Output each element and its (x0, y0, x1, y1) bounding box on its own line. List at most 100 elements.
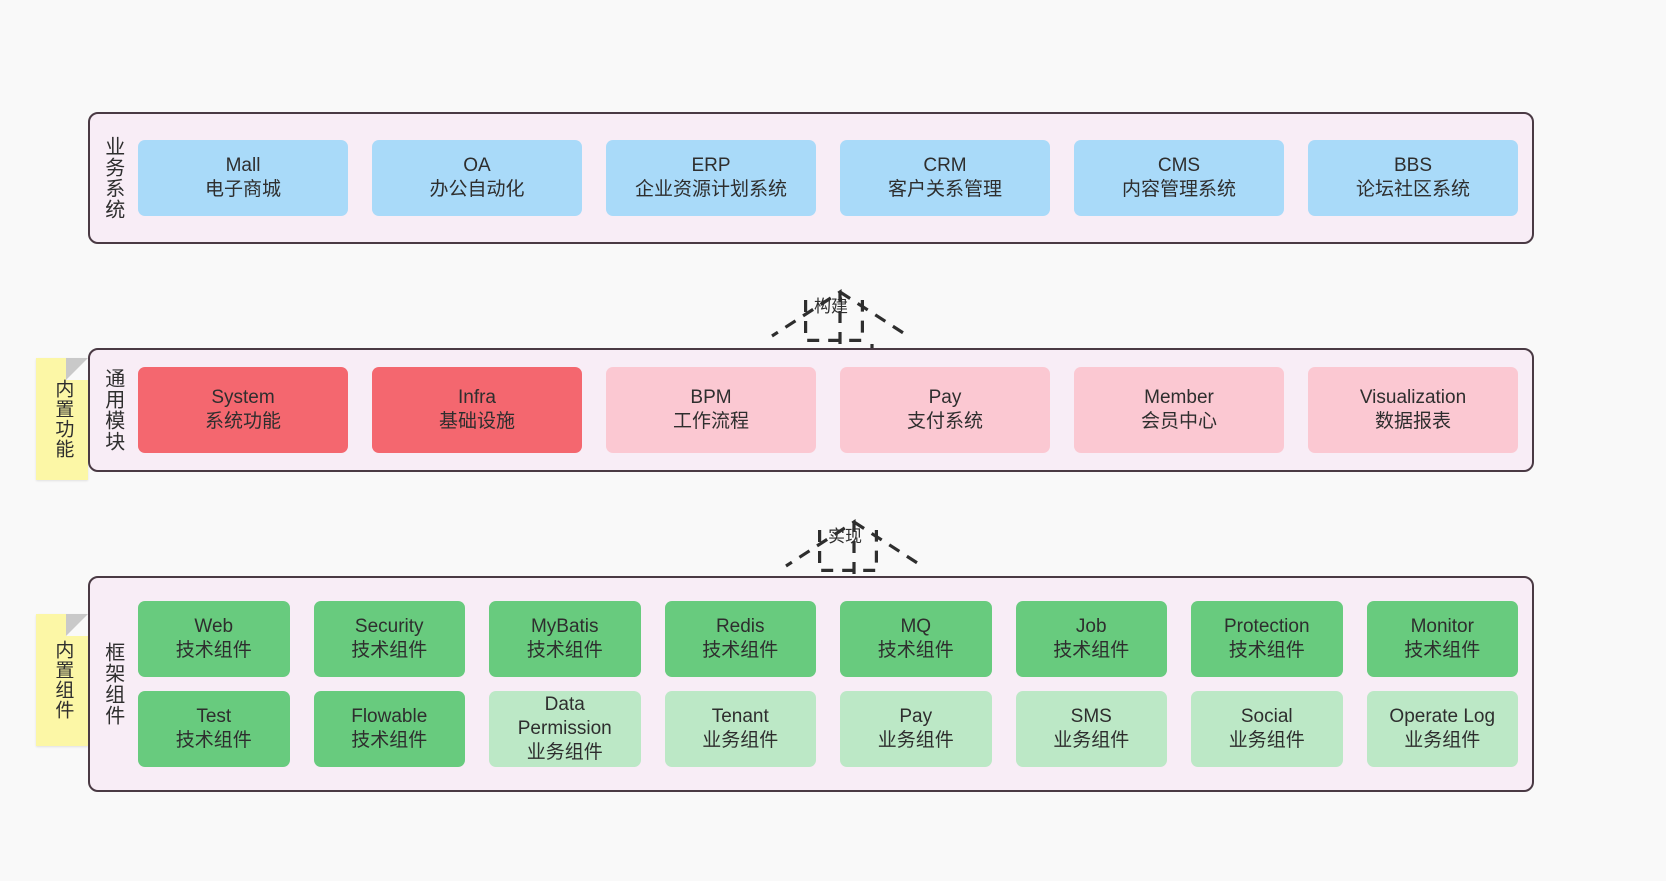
node-subtitle: 业务组件 (702, 730, 779, 751)
node-operate-log[interactable]: Operate Log 业务组件 (1366, 691, 1518, 767)
node-protection[interactable]: Protection 技术组件 (1191, 601, 1343, 677)
node-mq[interactable]: MQ 技术组件 (840, 601, 992, 677)
layer-framework-component: 框架组件 Web 技术组件 Security 技术组件 MyBatis 技术组件… (88, 576, 1534, 792)
node-erp[interactable]: ERP 企业资源计划系统 (606, 140, 816, 216)
node-visualization[interactable]: Visualization 数据报表 (1308, 367, 1518, 453)
node-bbs[interactable]: BBS 论坛社区系统 (1308, 140, 1518, 216)
node-subtitle: 办公自动化 (429, 179, 525, 200)
connector-implement-label: 实现 (828, 527, 862, 546)
node-subtitle: 业务组件 (526, 742, 603, 764)
layer-common-module: 通用模块 System 系统功能 Infra 基础设施 BPM 工作流程 Pay… (88, 348, 1534, 472)
node-title: System (211, 386, 275, 408)
node-subtitle: 技术组件 (702, 640, 779, 661)
node-subtitle: 技术组件 (1404, 640, 1481, 661)
node-subtitle: 会员中心 (1140, 411, 1217, 432)
node-job[interactable]: Job 技术组件 (1015, 601, 1167, 677)
node-title: Pay (928, 386, 962, 408)
node-system[interactable]: System 系统功能 (138, 367, 348, 453)
node-title: Tenant (711, 705, 769, 727)
node-monitor[interactable]: Monitor 技术组件 (1366, 601, 1518, 677)
node-subtitle: 技术组件 (877, 640, 954, 661)
node-flowable[interactable]: Flowable 技术组件 (313, 691, 465, 767)
node-title: Web (194, 615, 234, 637)
node-title: Security (354, 615, 424, 637)
layer-body-business-system: Mall 电子商城 OA 办公自动化 ERP 企业资源计划系统 CRM 客户关系… (134, 114, 1532, 242)
node-social[interactable]: Social 业务组件 (1191, 691, 1343, 767)
node-subtitle: 业务组件 (1053, 730, 1130, 751)
layer-business-system: 业务系统 Mall 电子商城 OA 办公自动化 ERP 企业资源计划系统 CRM… (88, 112, 1534, 244)
node-test[interactable]: Test 技术组件 (138, 691, 290, 767)
node-subtitle: 技术组件 (351, 640, 428, 661)
node-title: Flowable (351, 705, 428, 727)
node-subtitle: 业务组件 (877, 730, 954, 751)
sticky-note-builtin-component: 内置组件 (36, 614, 88, 746)
node-subtitle: 技术组件 (1053, 640, 1130, 661)
connector-implement-arrow (785, 519, 923, 574)
layer-body-framework-component: Web 技术组件 Security 技术组件 MyBatis 技术组件 Redi… (134, 578, 1532, 790)
node-crm[interactable]: CRM 客户关系管理 (840, 140, 1050, 216)
node-title: Test (196, 705, 232, 727)
node-title: ERP (691, 154, 731, 176)
node-subtitle: 工作流程 (672, 411, 749, 432)
node-subtitle: 业务组件 (1404, 730, 1481, 751)
node-title: Infra (457, 386, 497, 408)
node-subtitle: 电子商城 (204, 179, 281, 200)
node-subtitle: 内容管理系统 (1121, 179, 1236, 200)
node-subtitle: 业务组件 (1228, 730, 1305, 751)
node-pay-component[interactable]: Pay 业务组件 (840, 691, 992, 767)
node-title: CMS (1157, 154, 1201, 176)
node-row-tech: Web 技术组件 Security 技术组件 MyBatis 技术组件 Redi… (138, 601, 1518, 677)
node-subtitle: 技术组件 (351, 730, 428, 751)
layer-body-common-module: System 系统功能 Infra 基础设施 BPM 工作流程 Pay 支付系统… (134, 350, 1532, 470)
node-mybatis[interactable]: MyBatis 技术组件 (489, 601, 641, 677)
node-title: Mall (225, 154, 261, 176)
node-subtitle: 技术组件 (526, 640, 603, 661)
node-subtitle: 基础设施 (438, 411, 515, 432)
node-title: Monitor (1410, 615, 1474, 637)
node-pay-module[interactable]: Pay 支付系统 (840, 367, 1050, 453)
node-title: MyBatis (530, 615, 599, 637)
node-sms[interactable]: SMS 业务组件 (1015, 691, 1167, 767)
node-title: OA (463, 154, 491, 176)
node-title: BBS (1393, 154, 1433, 176)
node-title: Protection (1223, 615, 1310, 637)
node-title: SMS (1070, 705, 1112, 727)
node-redis[interactable]: Redis 技术组件 (664, 601, 816, 677)
layer-label-business-system: 业务系统 (101, 136, 124, 220)
node-title: Social (1240, 705, 1293, 727)
node-title: Job (1075, 615, 1107, 637)
node-title: Redis (715, 615, 765, 637)
connector-build-arrow (771, 289, 909, 350)
node-title: Member (1144, 386, 1214, 408)
node-oa[interactable]: OA 办公自动化 (372, 140, 582, 216)
node-web[interactable]: Web 技术组件 (138, 601, 290, 677)
node-data-permission[interactable]: Data Permission 业务组件 (489, 691, 641, 767)
node-security[interactable]: Security 技术组件 (313, 601, 465, 677)
layer-label-common-module: 通用模块 (101, 368, 124, 452)
node-tenant[interactable]: Tenant 业务组件 (664, 691, 816, 767)
node-title: CRM (923, 154, 967, 176)
node-infra[interactable]: Infra 基础设施 (372, 367, 582, 453)
node-row-business: Test 技术组件 Flowable 技术组件 Data Permission … (138, 691, 1518, 767)
node-cms[interactable]: CMS 内容管理系统 (1074, 140, 1284, 216)
node-subtitle: 系统功能 (204, 411, 281, 432)
node-title: Operate Log (1389, 705, 1496, 727)
node-mall[interactable]: Mall 电子商城 (138, 140, 348, 216)
node-subtitle: 客户关系管理 (887, 179, 1002, 200)
layer-label-framework-component: 框架组件 (101, 642, 124, 726)
node-bpm[interactable]: BPM 工作流程 (606, 367, 816, 453)
node-title: Data Permission (517, 693, 612, 739)
node-title: MQ (900, 615, 932, 637)
node-subtitle: 论坛社区系统 (1355, 179, 1470, 200)
sticky-note-builtin-feature: 内置功能 (36, 358, 88, 480)
node-subtitle: 数据报表 (1374, 411, 1451, 432)
node-title: BPM (690, 386, 732, 408)
node-member[interactable]: Member 会员中心 (1074, 367, 1284, 453)
node-subtitle: 技术组件 (175, 640, 252, 661)
node-subtitle: 技术组件 (175, 730, 252, 751)
node-subtitle: 企业资源计划系统 (634, 179, 787, 200)
node-row: System 系统功能 Infra 基础设施 BPM 工作流程 Pay 支付系统… (138, 367, 1518, 453)
connector-build-label: 构建 (814, 297, 848, 316)
node-row: Mall 电子商城 OA 办公自动化 ERP 企业资源计划系统 CRM 客户关系… (138, 140, 1518, 216)
